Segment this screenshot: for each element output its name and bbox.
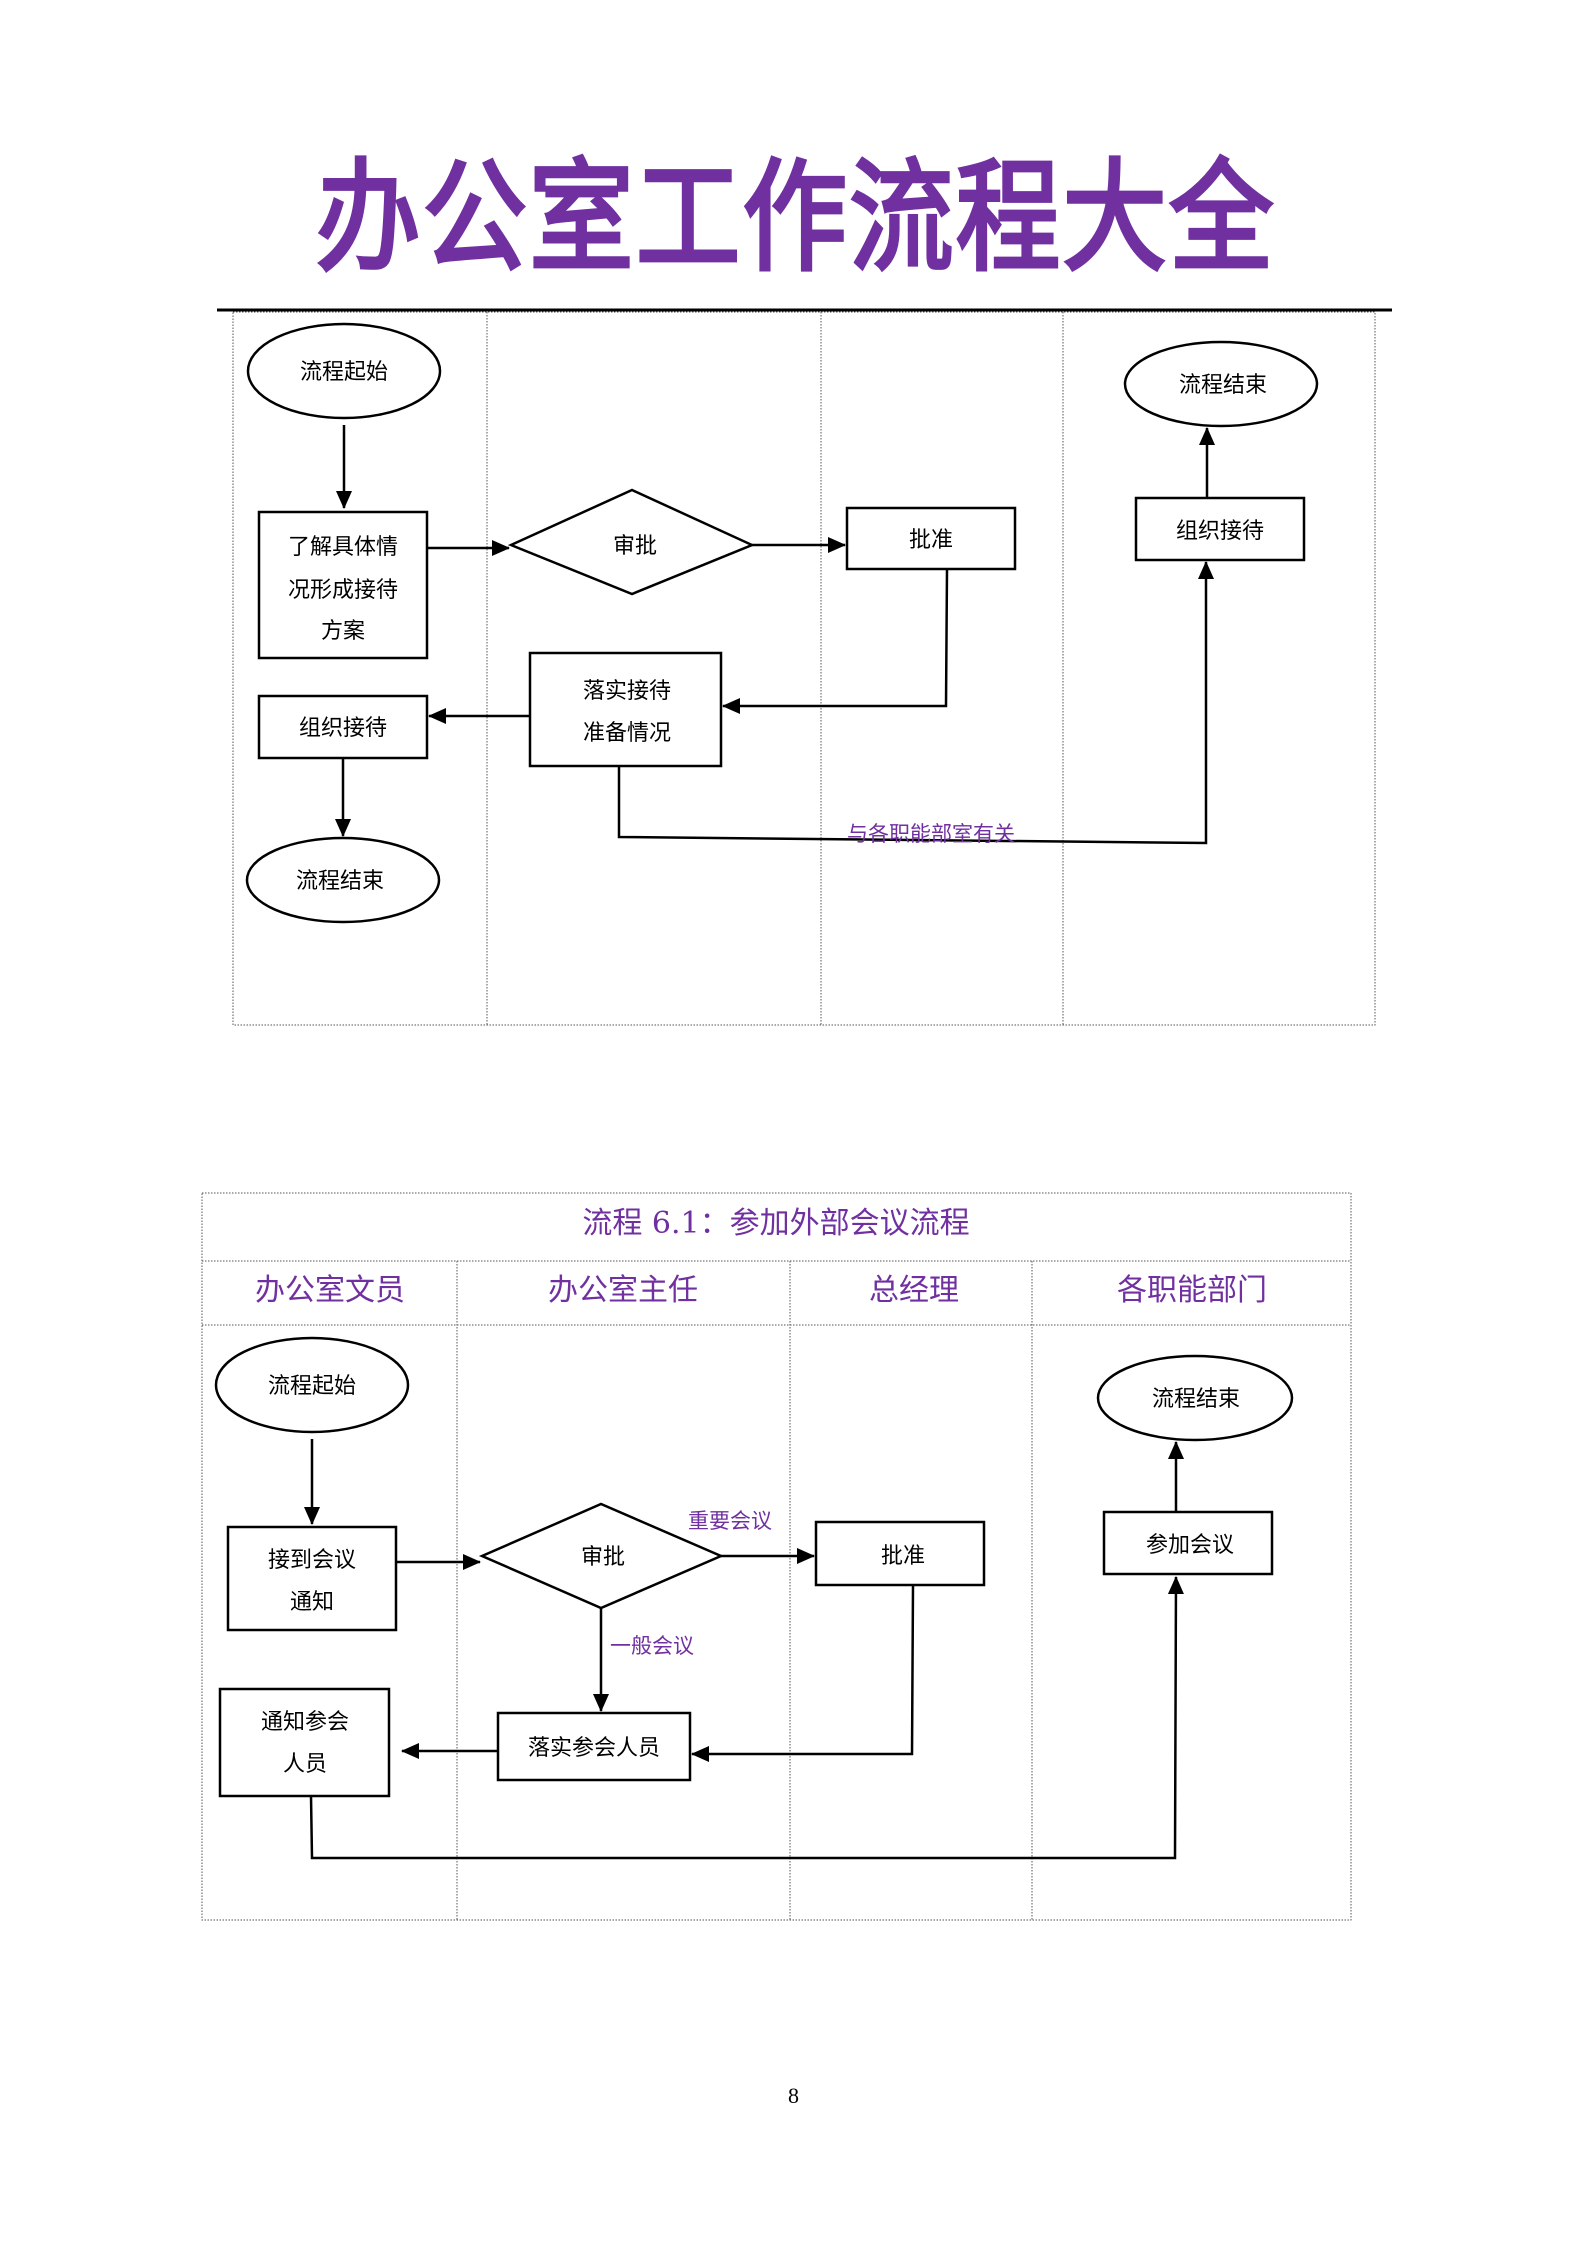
flow1-end-right-label: 流程结束 bbox=[1179, 373, 1267, 398]
flow2-notify-node bbox=[218, 1687, 391, 1798]
flow2-title: 流程 6.1：参加外部会议流程 bbox=[582, 1206, 969, 1241]
flow1-organize-right-node bbox=[1134, 496, 1306, 562]
flow2-end-node bbox=[1096, 1354, 1294, 1442]
flow2-end-label: 流程结束 bbox=[1152, 1387, 1240, 1412]
flow1-arrow-approved-to-implement bbox=[722, 568, 949, 714]
flow1-swimlane-table bbox=[232, 311, 1376, 1026]
flow2-lane-header: 总经理 bbox=[869, 1273, 959, 1308]
flow2-table-border bbox=[201, 1192, 1352, 1921]
flow1-implement-label: 准备情况 bbox=[583, 721, 671, 746]
page-number: 8 bbox=[788, 2083, 799, 2108]
flow1-understand-label: 况形成接待 bbox=[288, 578, 398, 603]
flow1-organize-left-label: 组织接待 bbox=[299, 716, 387, 741]
flow2-arrow-approved-to-implement bbox=[691, 1584, 915, 1762]
flow2-receive-label: 通知 bbox=[290, 1590, 334, 1615]
flow2-swimlane-table bbox=[201, 1192, 1352, 1921]
flow2-receive-node bbox=[226, 1525, 398, 1632]
flow1-end-left-label: 流程结束 bbox=[296, 869, 384, 894]
flow2-arrow-notify-to-attend bbox=[309, 1576, 1184, 1860]
flow1-arrow-implement-to-departments bbox=[617, 561, 1214, 845]
flow2-attend-node bbox=[1102, 1510, 1274, 1576]
flow1-table-border bbox=[232, 311, 1376, 1026]
flow2-receive-label: 接到会议 bbox=[268, 1548, 356, 1573]
page-title: 办公室工作流程大全 bbox=[315, 147, 1276, 289]
flow2-lane-header: 办公室文员 bbox=[255, 1273, 405, 1308]
flow1-organize-left-node bbox=[257, 694, 429, 760]
flow1-start-node bbox=[246, 322, 442, 420]
flow2-start-node bbox=[214, 1336, 410, 1434]
flow2-approved-label: 批准 bbox=[881, 1544, 925, 1569]
flow2-approved-node bbox=[814, 1520, 986, 1587]
flow1-end-left-node bbox=[245, 836, 441, 924]
flow2-notify-label: 人员 bbox=[283, 1752, 327, 1777]
flow1-organize-right-label: 组织接待 bbox=[1176, 519, 1264, 544]
flow1-understand-node bbox=[257, 510, 429, 660]
flow1-understand-label: 方案 bbox=[321, 619, 365, 644]
flow2-lane-header: 各职能部门 bbox=[1117, 1273, 1267, 1308]
flow1-approved-label: 批准 bbox=[909, 528, 953, 553]
flow2-lane-header: 办公室主任 bbox=[548, 1273, 698, 1308]
flow1-start-label: 流程起始 bbox=[300, 360, 388, 385]
flow2-approve-label: 审批 bbox=[581, 1545, 625, 1570]
flow2-start-label: 流程起始 bbox=[268, 1374, 356, 1399]
flow1-related-departments-label: 与各职能部室有关 bbox=[847, 822, 1015, 846]
flow1-approved-node bbox=[845, 506, 1017, 571]
flow2-attend-label: 参加会议 bbox=[1146, 1533, 1234, 1558]
flow1-implement-label: 落实接待 bbox=[583, 679, 671, 704]
flow2-implement-label: 落实参会人员 bbox=[528, 1736, 660, 1761]
flow2-implement-node bbox=[496, 1711, 692, 1782]
flow2-important-meeting-label: 重要会议 bbox=[688, 1509, 772, 1533]
flow1-understand-label: 了解具体情 bbox=[288, 535, 398, 560]
flow1-end-right-node bbox=[1123, 340, 1319, 428]
flow2-notify-label: 通知参会 bbox=[261, 1710, 349, 1735]
flow1-approve-label: 审批 bbox=[613, 534, 657, 559]
flow1-implement-node bbox=[528, 651, 723, 768]
flow2-general-meeting-label: 一般会议 bbox=[610, 1634, 694, 1658]
